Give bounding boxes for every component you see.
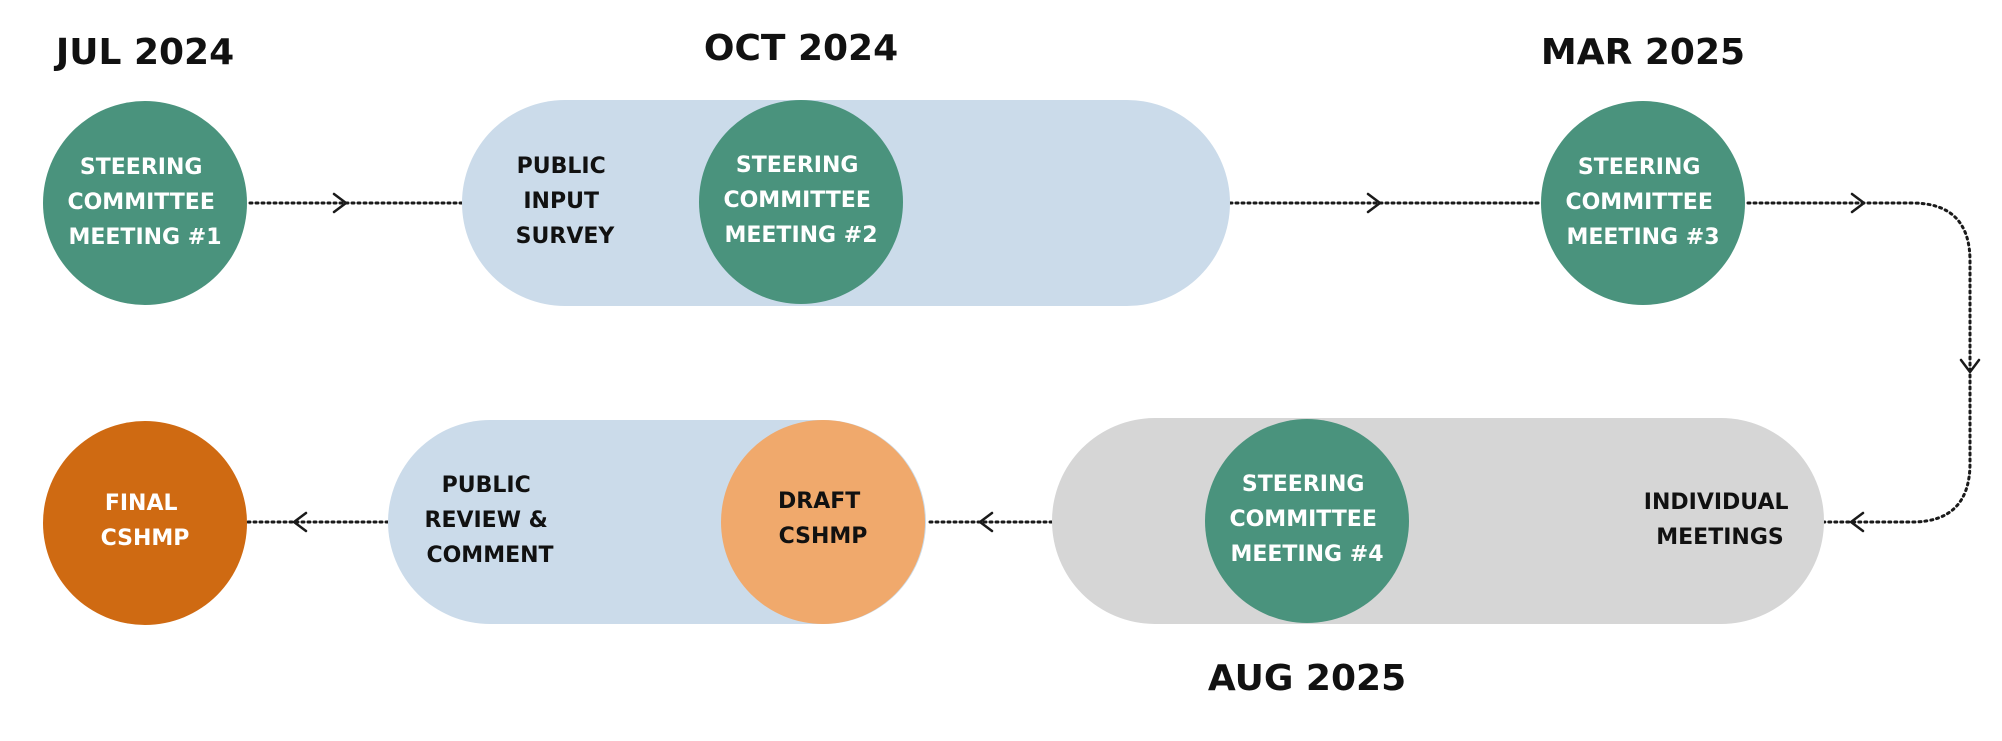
node-label-public-input-survey: PUBLIC INPUT SURVEY [516,154,616,249]
node-circle-draft [721,420,925,624]
node-label-sc2: STEERING COMMITTEE MEETING #2 [723,153,878,248]
date-label-aug-2025: AUG 2025 [1208,658,1406,699]
date-label-mar-2025: MAR 2025 [1541,32,1745,73]
node-circle-final [43,421,247,625]
arrow-right-icon [1850,192,1866,214]
node-label-sc4: STEERING COMMITTEE MEETING #4 [1229,472,1384,567]
node-circle-sc2 [699,100,903,304]
arrow-left-icon [292,511,308,533]
node-circle-sc1 [43,101,247,305]
date-label-jul-2024: JUL 2024 [53,32,234,73]
node-circle-sc3 [1541,101,1745,305]
arrow-left-icon [1849,511,1865,533]
node-label-draft-cshmp: DRAFT CSHMP [778,489,868,549]
node-label-final-cshmp: FINAL CSHMP [101,491,190,551]
node-label-sc3: STEERING COMMITTEE MEETING #3 [1565,155,1720,250]
arrow-down-icon [1959,358,1981,374]
band-aug-2025 [1052,418,1824,624]
node-label-public-review: PUBLIC REVIEW & COMMENT [425,473,556,568]
connector-sc3-to-individual [1746,201,1972,524]
arrow-right-icon [1366,192,1382,214]
date-label-oct-2024: OCT 2024 [704,28,898,69]
arrow-left-icon [978,511,994,533]
node-label-individual-meetings: INDIVIDUAL MEETINGS [1644,490,1796,550]
node-label-sc1: STEERING COMMITTEE MEETING #1 [67,155,222,250]
node-circle-sc4 [1205,419,1409,623]
arrow-right-icon [332,192,348,214]
